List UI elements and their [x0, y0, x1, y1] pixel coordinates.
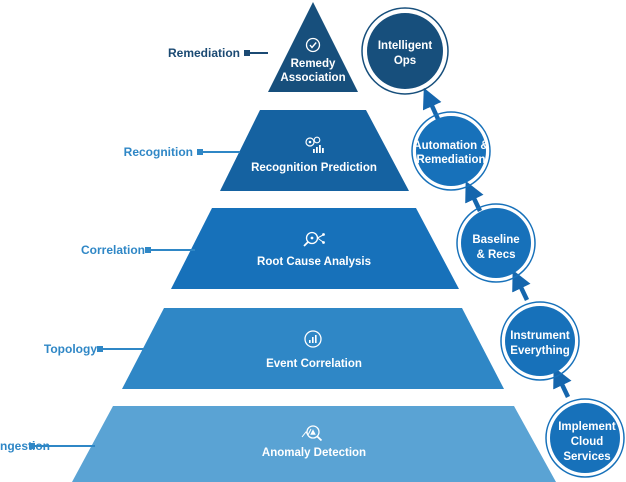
step-line1: Instrument	[510, 330, 570, 342]
arrow-instrument-to-baseline	[512, 269, 531, 301]
journey-step-intelligent-ops: Intelligent Ops	[361, 7, 449, 95]
arrow-implement-to-instrument	[553, 366, 572, 398]
step-line2: & Recs	[477, 249, 516, 261]
magnifier-network-icon	[303, 231, 325, 247]
step-line2: Everything	[510, 345, 569, 357]
journey-step-automation: Automation & Remediation	[411, 111, 491, 191]
step-outer-ring	[545, 398, 625, 478]
tier-recognition: Recognition Prediction Recognition	[124, 110, 409, 191]
journey-step-implement: Implement Cloud Services	[545, 398, 625, 478]
step-outer-ring	[456, 203, 536, 283]
side-label: Topology	[44, 342, 97, 356]
step-circle	[416, 116, 486, 186]
step-line1: Implement	[558, 421, 616, 433]
step-outer-ring	[500, 301, 580, 381]
journey-arrows	[422, 87, 572, 398]
tier-shape	[72, 406, 556, 482]
step-line2: Remediation	[416, 154, 485, 166]
connector-dot	[29, 443, 35, 449]
step-circle	[550, 403, 620, 473]
step-outer-ring	[361, 7, 449, 95]
step-line2: Cloud	[571, 436, 604, 448]
tier-correlation: Root Cause Analysis Correlation	[81, 208, 459, 289]
tier-topology: Event Correlation Topology	[44, 308, 504, 389]
connector-dot	[244, 50, 250, 56]
journey-step-baseline: Baseline & Recs	[456, 203, 536, 283]
step-line3: Services	[563, 451, 610, 463]
journey-step-instrument: Instrument Everything	[500, 301, 580, 381]
tier-remediation: Remedy Association Remediation	[168, 2, 358, 92]
step-line1: Baseline	[472, 234, 519, 246]
tier-title-line2: Association	[280, 72, 345, 84]
tier-shape	[171, 208, 459, 289]
step-circle	[461, 208, 531, 278]
step-line1: Automation &	[413, 140, 488, 152]
side-label: Ingestion	[0, 439, 50, 453]
tier-title-line1: Anomaly Detection	[262, 447, 366, 459]
step-line1: Intelligent	[378, 40, 432, 52]
step-line2: Ops	[394, 55, 416, 67]
tier-ingestion: Anomaly Detection Ingestion	[0, 406, 556, 482]
step-outer-ring	[411, 111, 491, 191]
step-circle	[367, 13, 443, 89]
tier-title-line1: Root Cause Analysis	[257, 256, 371, 268]
step-circle	[505, 306, 575, 376]
tier-title-line1: Remedy	[291, 58, 336, 70]
magnifier-alert-icon	[301, 425, 323, 442]
side-label: Remediation	[168, 46, 240, 60]
tier-title-line1: Recognition Prediction	[251, 162, 377, 174]
side-label: Recognition	[124, 145, 193, 159]
connector-dot	[197, 149, 203, 155]
tier-title-line1: Event Correlation	[266, 358, 362, 370]
tier-shape	[122, 308, 504, 389]
chart-box-icon	[304, 330, 322, 348]
connector-dot	[97, 346, 103, 352]
side-label: Correlation	[81, 243, 145, 257]
gears-chart-icon	[305, 136, 324, 153]
connector-dot	[145, 247, 151, 253]
check-circle-icon	[305, 37, 321, 53]
